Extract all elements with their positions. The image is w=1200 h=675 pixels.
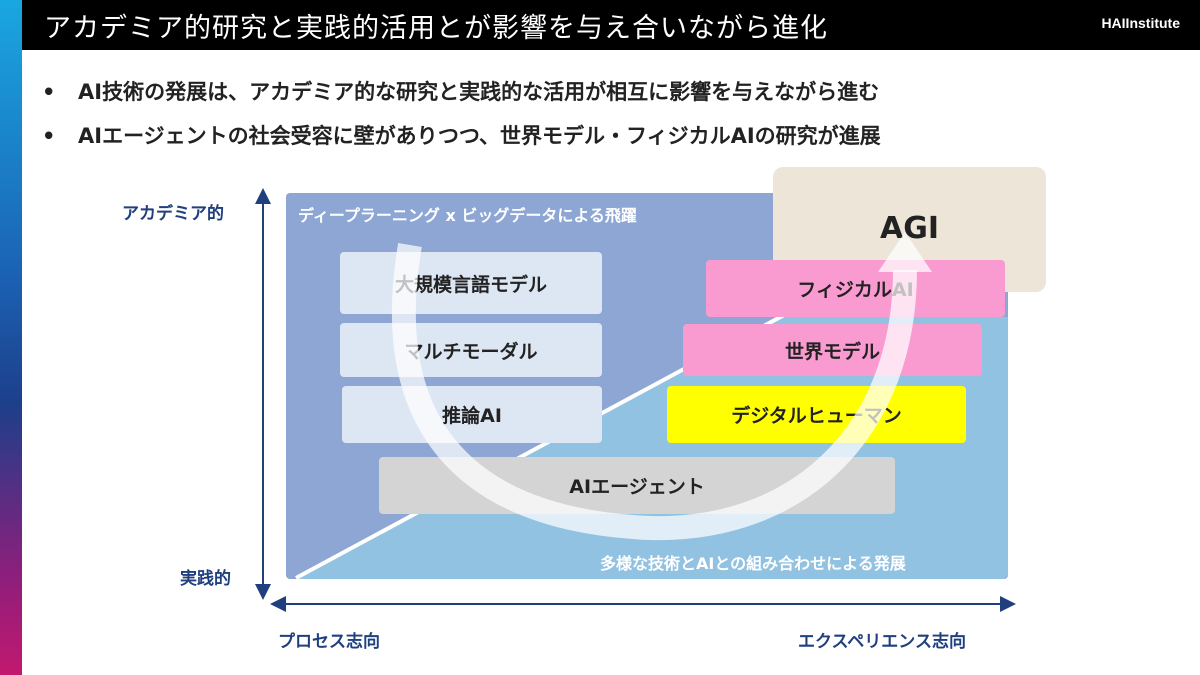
page-title: アカデミア的研究と実践的活用とが影響を与え合いながら進化 <box>44 13 828 44</box>
physical-ai-box: フィジカルAI <box>706 260 1005 317</box>
upper-region-label: ディープラーニング x ビッグデータによる飛躍 <box>298 206 637 225</box>
lower-region-label: 多様な技術とAIとの組み合わせによる発展 <box>600 554 906 573</box>
x-axis-right-label: エクスペリエンス志向 <box>798 632 966 652</box>
side-gradient-stripe <box>0 0 22 675</box>
logo: HAIInstitute <box>1101 15 1180 31</box>
bullet-marker: • <box>42 80 56 104</box>
llm-box: 大規模言語モデル <box>340 252 602 314</box>
bullet-item-1: • AI技術の発展は、アカデミア的な研究と実践的な活用が相互に影響を与えながら進む <box>42 76 879 106</box>
y-axis-bottom-label: 実践的 <box>180 569 231 589</box>
title-bar: アカデミア的研究と実践的活用とが影響を与え合いながら進化 HAIInstitut… <box>22 0 1200 50</box>
bullet-item-2: • AIエージェントの社会受容に壁がありつつ、世界モデル・フィジカルAIの研究が進… <box>42 120 881 150</box>
reasoning-ai-box: 推論AI <box>342 386 602 443</box>
multimodal-box: マルチモーダル <box>340 323 602 377</box>
y-axis-top-label: アカデミア的 <box>122 204 224 224</box>
digital-human-box: デジタルヒューマン <box>667 386 966 443</box>
bullet-text: AI技術の発展は、アカデミア的な研究と実践的な活用が相互に影響を与えながら進む <box>78 80 880 104</box>
bullet-marker: • <box>42 124 56 148</box>
x-axis-left-label: プロセス志向 <box>278 632 380 652</box>
bullet-text: AIエージェントの社会受容に壁がありつつ、世界モデル・フィジカルAIの研究が進展 <box>78 124 881 148</box>
ai-agent-box: AIエージェント <box>379 457 895 514</box>
world-model-box: 世界モデル <box>683 324 982 376</box>
